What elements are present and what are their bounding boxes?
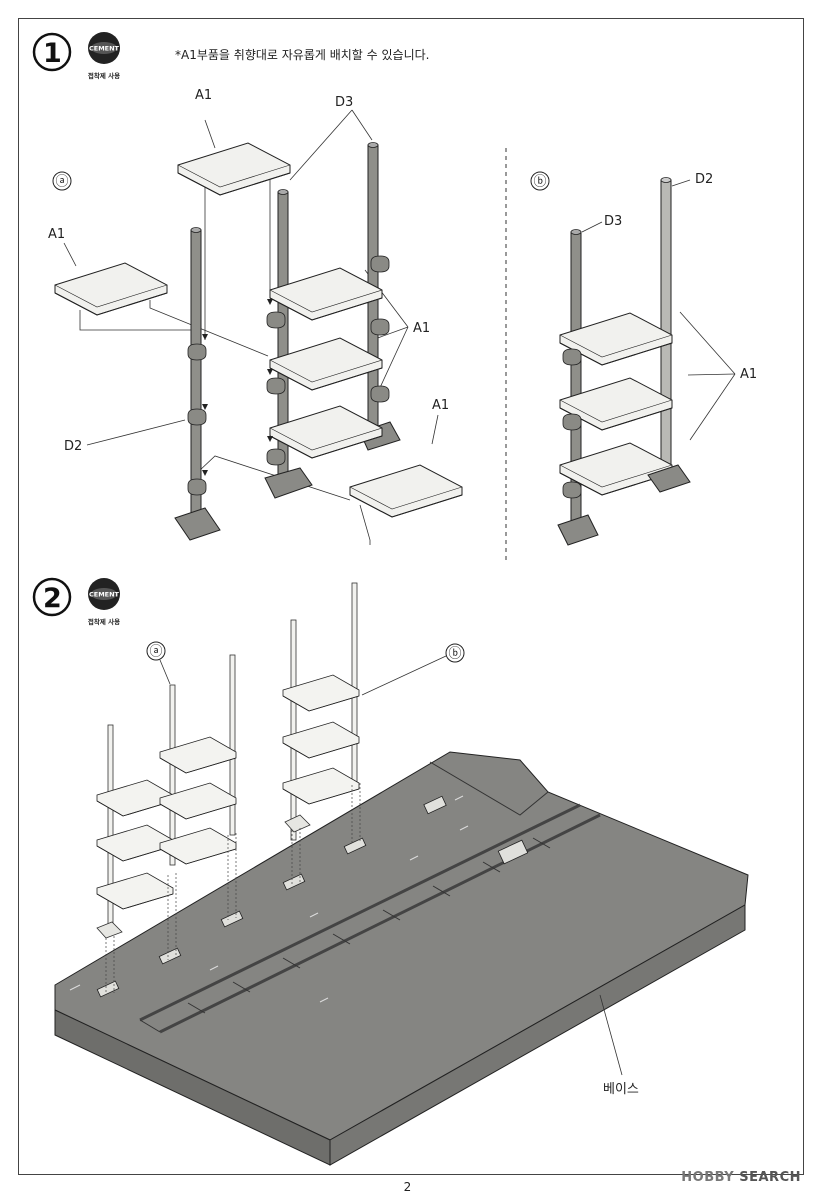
- label-a1-mid: A1: [413, 321, 430, 336]
- watermark: HOBBY SEARCH: [681, 1170, 801, 1185]
- step-2-stands: ⓐ ⓑ 베이스: [96, 582, 639, 1097]
- variant-b-label: ⓑ: [533, 175, 546, 190]
- cement-badge-text: CEMENT: [89, 45, 120, 53]
- d2-foot: [174, 507, 221, 541]
- step-1-number: 1: [43, 38, 62, 69]
- a1-part-right: [349, 464, 463, 518]
- label-d2: D2: [64, 439, 82, 454]
- placement-note: *A1부품을 취향대로 자유롭게 배치할 수 있습니다.: [175, 48, 430, 62]
- d2-rod: [190, 229, 202, 521]
- step-2-header: 2 CEMENT 접착제 사용: [32, 577, 120, 626]
- label-a1-b: A1: [740, 367, 757, 382]
- cement-caption: 접착제 사용: [88, 71, 120, 80]
- d2-rod-b: [660, 179, 672, 471]
- page-frame: [18, 18, 804, 1175]
- label-a1-right: A1: [432, 398, 449, 413]
- base-label: 베이스: [603, 1082, 639, 1097]
- step-2-number: 2: [43, 583, 62, 614]
- label-a1-left: A1: [48, 227, 65, 242]
- step-1-circle: [32, 32, 72, 72]
- step-2-circle: [32, 577, 72, 617]
- step-1-header: 1 CEMENT 접착제 사용 *A1부품을 취향대로 자유롭게 배치할 수 있…: [32, 32, 430, 80]
- variant-a-label: ⓐ: [55, 175, 68, 190]
- stand-b: ⓑ: [282, 582, 465, 885]
- step-1-variant-a: ⓐ A1 A1 D2 D3 A1 A1: [48, 88, 463, 545]
- step-1-variant-b: ⓑ D2 D3 A1: [530, 171, 757, 546]
- step-2-variant-a-label: ⓐ: [149, 645, 162, 660]
- label-d2-b: D2: [695, 172, 713, 187]
- label-d3-b: D3: [604, 214, 622, 229]
- cement-badge-text-2: CEMENT: [89, 591, 120, 599]
- watermark-word: SEARCH: [739, 1170, 801, 1185]
- step-2-base: [54, 751, 749, 1166]
- step-2-variant-b-label: ⓑ: [448, 647, 461, 662]
- cement-caption-2: 접착제 사용: [88, 617, 120, 626]
- page-number: 2: [403, 1180, 412, 1194]
- d3-rod-left: [277, 191, 289, 493]
- a1-part-top: [177, 142, 291, 196]
- watermark-brand: HOBBY: [681, 1170, 735, 1185]
- label-a1-top: A1: [195, 88, 212, 103]
- stand-a: ⓐ: [96, 641, 237, 995]
- label-d3: D3: [335, 95, 353, 110]
